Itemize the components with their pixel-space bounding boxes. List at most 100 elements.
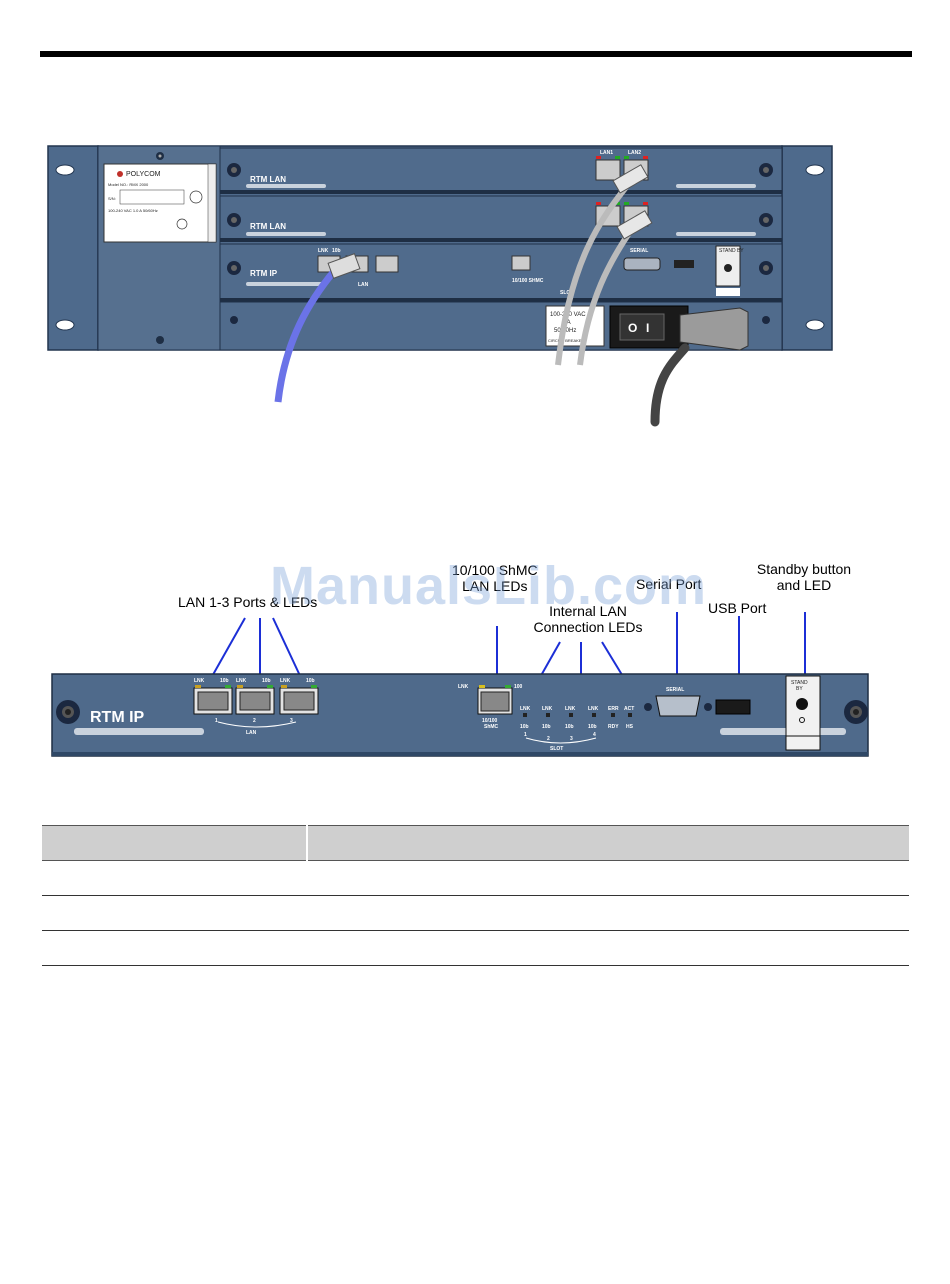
spec-table <box>42 825 909 966</box>
table-row <box>42 860 909 896</box>
act-label: ACT <box>624 706 634 712</box>
slot1-lnk-label: LNK <box>520 706 531 712</box>
slot-row-1: RTM LAN LAN1 LAN2 <box>219 147 783 194</box>
callout-standby: Standby button and LED <box>748 561 860 593</box>
serial-label: SERIAL <box>666 687 684 693</box>
fig1-lan-group-label: LAN <box>358 282 369 288</box>
slot-label-2: RTM LAN <box>250 222 286 231</box>
callout-serial: Serial Port <box>636 576 702 592</box>
standby-panel <box>785 675 821 751</box>
slot4-10b-label: 10b <box>588 724 597 730</box>
lan-cable-gray-1 <box>555 180 633 366</box>
lan-number-2: 2 <box>253 718 256 724</box>
slot-number-1: 1 <box>524 732 527 738</box>
left-rack-ear <box>47 145 99 351</box>
rdy-label: RDY <box>608 724 619 730</box>
table-header-col2 <box>306 825 909 861</box>
table-cell <box>42 930 307 966</box>
callout-shmc: 10/100 ShMC LAN LEDs <box>452 562 538 594</box>
table-cell <box>42 895 307 931</box>
callout-standby-line1: Standby button <box>756 561 852 577</box>
slot2-10b-label: 10b <box>542 724 551 730</box>
fig1-serial-label: SERIAL <box>630 248 648 254</box>
right-rack-ear <box>781 145 833 351</box>
table-row <box>42 930 909 966</box>
panel-title-rtm-ip: RTM IP <box>90 709 145 726</box>
callout-shmc-line2: LAN LEDs <box>462 578 528 594</box>
usb-port[interactable] <box>715 699 751 715</box>
table-cell <box>307 895 909 931</box>
fig1-shmc-label: 10/100 SHMC <box>512 278 544 284</box>
standby-button[interactable] <box>796 698 808 710</box>
hs-label: HS <box>626 724 634 730</box>
slot3-lnk-label: LNK <box>565 706 576 712</box>
switch-off-mark: O <box>628 321 637 335</box>
sn-label: S/N: <box>108 196 116 201</box>
lan-cable-blue <box>274 267 338 403</box>
lan-group-label: LAN <box>246 730 257 736</box>
lan1-10b-label: 10b <box>220 678 229 684</box>
power-rating-plate <box>545 305 605 347</box>
vendor-label: POLYCOM <box>126 171 161 178</box>
callout-standby-line2: and LED <box>776 577 832 593</box>
lan-port-1[interactable] <box>193 685 233 715</box>
slot1-10b-label: 10b <box>520 724 529 730</box>
fig1-slot-label: SLOT <box>560 290 573 296</box>
switch-on-mark: I <box>646 321 649 335</box>
shmc-lnk-label: LNK <box>458 684 469 690</box>
fig1-lnk-label: LNK <box>318 248 329 254</box>
shmc-speed-label: 100 <box>514 684 523 690</box>
slot2-lnk-label: LNK <box>542 706 553 712</box>
standby-led <box>799 717 805 723</box>
slot-number-2: 2 <box>547 736 550 742</box>
callout-internal-line1: Internal LAN <box>549 603 627 619</box>
lan2-lnk-label: LNK <box>236 678 247 684</box>
top-rule <box>40 51 912 57</box>
power-text-breaker: CIRCUIT BREAKER <box>548 338 584 343</box>
slot-label-3: RTM IP <box>250 269 278 278</box>
callout-lan-ports: LAN 1-3 Ports & LEDs <box>178 594 318 610</box>
callout-usb: USB Port <box>708 600 767 616</box>
power-cable <box>650 343 690 427</box>
slot-row-2: RTM LAN <box>219 195 783 242</box>
slot-number-4: 4 <box>593 732 596 738</box>
power-switch[interactable] <box>619 313 665 341</box>
table-row <box>42 895 909 931</box>
rtm-ip-panel <box>51 673 869 757</box>
slot-group-label: SLOT <box>550 746 563 752</box>
left-handle[interactable] <box>74 728 204 735</box>
slot-row-3: RTM IP LNK 10b LAN 10/100 SHMC SLOT SERI… <box>219 243 783 302</box>
lan3-lnk-label: LNK <box>280 678 291 684</box>
slot-leds: LNK 10b LNK 10b LNK 10b LNK 10b 1 2 3 4 … <box>520 706 599 752</box>
table-header-row <box>42 825 909 861</box>
slot4-lnk-label: LNK <box>588 706 599 712</box>
callout-shmc-line1: 10/100 ShMC <box>452 562 538 578</box>
table-cell <box>307 860 909 896</box>
callout-internal-line2: Connection LEDs <box>533 619 643 635</box>
model-text: Model NO.: RMX 2000 <box>108 182 149 187</box>
fig1-10b-label: 10b <box>332 248 341 254</box>
port-label-lan2: LAN2 <box>628 150 641 156</box>
right-handle[interactable] <box>720 728 846 735</box>
shmc-port[interactable] <box>477 685 513 715</box>
fig1-standby-label: STAND BY <box>719 248 744 254</box>
rating-text: 100-240 VAC 1.0 A 50/60Hz <box>108 208 158 213</box>
shmc-label-line2: ShMC <box>484 724 499 730</box>
lan2-10b-label: 10b <box>262 678 271 684</box>
serial-port[interactable] <box>655 695 701 717</box>
lan-port-2[interactable] <box>235 685 275 715</box>
lan3-10b-label: 10b <box>306 678 315 684</box>
shmc-label-line1: 10/100 <box>482 718 498 724</box>
table-cell <box>307 930 909 966</box>
lan-number-3: 3 <box>290 718 293 724</box>
lan-port-3[interactable] <box>279 685 319 715</box>
table-header-col1 <box>42 825 307 861</box>
chassis-figure: POLYCOM Model NO.: RMX 2000 S/N: 100-240… <box>47 145 833 427</box>
slot3-10b-label: 10b <box>565 724 574 730</box>
power-plug <box>679 307 749 351</box>
status-leds: ERR ACT RDY HS <box>608 706 634 730</box>
callout-internal-leds: Internal LAN Connection LEDs <box>528 603 648 635</box>
standby-label-line2: BY <box>796 686 803 692</box>
rtm-ip-figure: RTM IP LNK 10b LNK 10b LNK 10b 1 2 3 LAN… <box>51 612 869 757</box>
slot-number-3: 3 <box>570 736 573 742</box>
